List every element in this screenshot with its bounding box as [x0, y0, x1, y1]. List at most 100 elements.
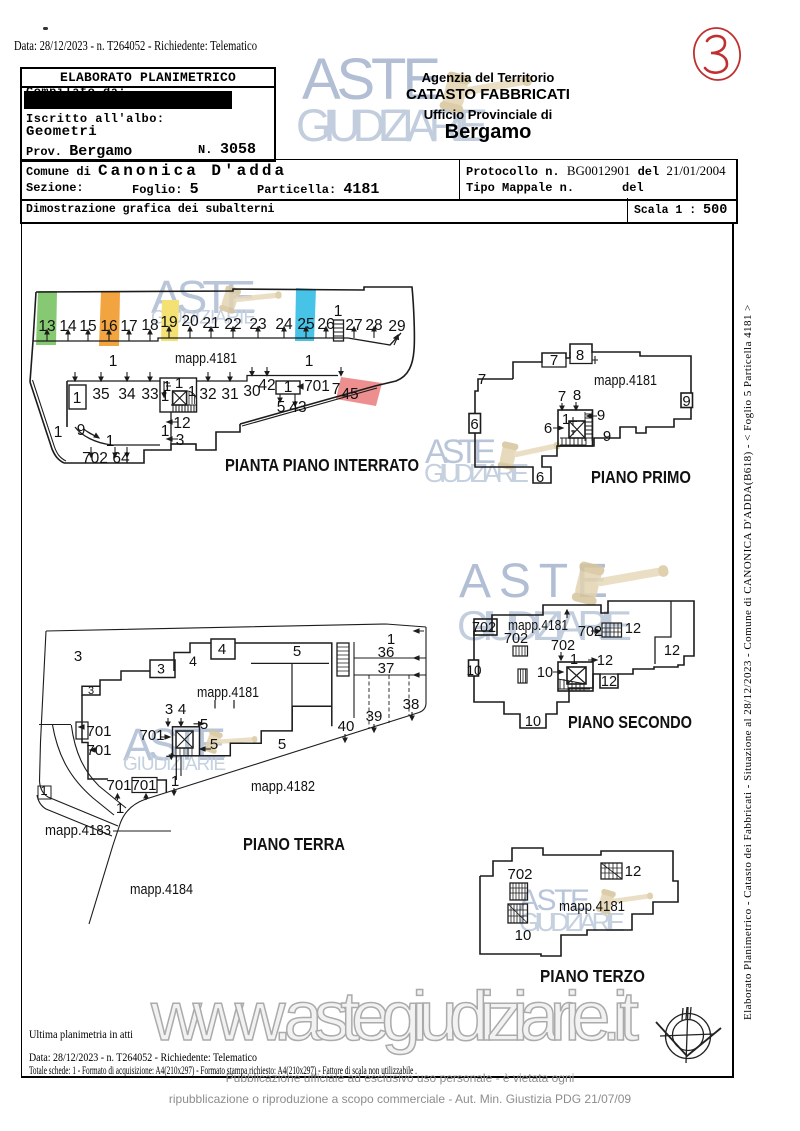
svg-text:701: 701: [304, 378, 330, 395]
svg-text:1: 1: [73, 390, 82, 407]
svg-text:32: 32: [199, 386, 216, 403]
svg-text:702: 702: [507, 866, 532, 883]
svg-text:1: 1: [106, 433, 115, 450]
svg-text:8: 8: [573, 387, 581, 404]
svg-text:www.astegiudiziarie.it: www.astegiudiziarie.it: [150, 977, 639, 1055]
svg-text:1: 1: [171, 773, 179, 790]
svg-text:702: 702: [82, 450, 108, 467]
svg-text:35: 35: [92, 386, 109, 403]
svg-text:27: 27: [345, 317, 362, 334]
svg-text:1: 1: [334, 303, 343, 320]
svg-text:PIANO SECONDO: PIANO SECONDO: [568, 712, 692, 732]
svg-text:701: 701: [86, 742, 111, 759]
svg-text:5: 5: [210, 736, 218, 753]
svg-text:4: 4: [189, 653, 197, 669]
svg-text:PIANTA PIANO INTERRATO: PIANTA PIANO INTERRATO: [225, 455, 419, 475]
svg-text:16: 16: [100, 318, 117, 335]
svg-text:21: 21: [202, 315, 219, 332]
svg-text:13: 13: [38, 318, 55, 335]
svg-text:22: 22: [224, 316, 241, 333]
svg-text:3: 3: [74, 648, 82, 665]
svg-text:14: 14: [59, 318, 77, 335]
svg-text:3: 3: [165, 701, 173, 718]
svg-text:mapp.4181: mapp.4181: [508, 618, 568, 634]
svg-text:19: 19: [160, 314, 177, 331]
svg-text:mapp.4182: mapp.4182: [251, 779, 315, 795]
svg-text:1: 1: [188, 383, 196, 400]
svg-text:6: 6: [470, 416, 478, 433]
svg-text:7: 7: [558, 388, 566, 405]
svg-text:24: 24: [275, 316, 293, 333]
svg-text:3: 3: [88, 685, 94, 697]
svg-text:5: 5: [293, 643, 301, 660]
svg-text:33: 33: [141, 386, 158, 403]
svg-text:Totale schede: 1 - Formato di: Totale schede: 1 - Formato di acquisizio…: [29, 1063, 417, 1077]
svg-text:20: 20: [181, 313, 199, 330]
svg-text:1: 1: [305, 353, 314, 370]
svg-text:43: 43: [289, 399, 306, 416]
svg-text:mapp.4181: mapp.4181: [594, 373, 657, 389]
svg-text:10: 10: [525, 714, 541, 730]
svg-text:29: 29: [388, 318, 405, 335]
svg-text:7: 7: [550, 352, 558, 369]
svg-text:PIANO TERRA: PIANO TERRA: [243, 834, 345, 854]
svg-text:10: 10: [515, 927, 532, 944]
svg-text:701: 701: [106, 777, 131, 794]
svg-text:12: 12: [625, 863, 642, 880]
svg-text:23: 23: [249, 316, 266, 333]
svg-text:4: 4: [178, 701, 186, 718]
svg-text:1: 1: [175, 375, 183, 392]
svg-text:ASTE: ASTE: [302, 47, 441, 112]
svg-text:8: 8: [576, 347, 584, 364]
svg-text:12: 12: [625, 621, 641, 637]
svg-text:17: 17: [120, 318, 137, 335]
svg-text:702: 702: [504, 631, 528, 647]
svg-text:5: 5: [200, 716, 208, 733]
svg-text:6: 6: [544, 420, 552, 437]
svg-text:701: 701: [139, 727, 164, 744]
svg-text:64: 64: [112, 450, 130, 467]
svg-text:9: 9: [597, 407, 605, 424]
svg-text:34: 34: [118, 386, 136, 403]
svg-text:5: 5: [278, 736, 286, 753]
svg-text:1: 1: [116, 800, 124, 817]
svg-text:1: 1: [161, 423, 170, 440]
svg-text:9: 9: [682, 393, 690, 410]
svg-text:39: 39: [366, 708, 383, 725]
svg-text:25: 25: [297, 316, 314, 333]
svg-text:4: 4: [218, 641, 226, 658]
svg-text:12: 12: [601, 674, 617, 690]
svg-text:12: 12: [173, 415, 190, 432]
svg-text:GIUDIZIARIE: GIUDIZIARIE: [457, 602, 632, 649]
svg-text:701: 701: [86, 723, 111, 740]
svg-text:1: 1: [109, 353, 118, 370]
svg-text:42: 42: [258, 377, 275, 394]
svg-text:mapp.4184: mapp.4184: [130, 882, 193, 898]
svg-text:1: 1: [570, 652, 578, 668]
svg-text:1: 1: [40, 783, 47, 798]
svg-text:28: 28: [365, 317, 382, 334]
svg-text:5: 5: [277, 399, 286, 416]
svg-text:GIUDIZIARIE: GIUDIZIARIE: [123, 754, 226, 775]
svg-text:9: 9: [603, 428, 611, 445]
svg-text:12: 12: [664, 643, 680, 659]
svg-text:PIANO PRIMO: PIANO PRIMO: [591, 467, 691, 487]
svg-text:PIANO TERZO: PIANO TERZO: [540, 966, 645, 986]
svg-text:3: 3: [157, 661, 165, 677]
svg-text:mapp.4181: mapp.4181: [559, 899, 625, 915]
svg-text:702: 702: [551, 638, 575, 654]
svg-text:9: 9: [77, 422, 86, 439]
svg-text:mapp.4183: mapp.4183: [45, 823, 111, 839]
svg-text:26: 26: [317, 316, 334, 333]
svg-text:Ultima planimetria in atti: Ultima planimetria in atti: [29, 1027, 134, 1041]
svg-text:30: 30: [243, 383, 261, 400]
svg-text:ASTE: ASTE: [425, 433, 496, 471]
svg-text:mapp.4181: mapp.4181: [175, 351, 237, 367]
svg-text:1: 1: [54, 424, 63, 441]
svg-text:6: 6: [536, 469, 544, 486]
svg-text:1: 1: [161, 388, 169, 405]
svg-text:40: 40: [338, 718, 355, 735]
svg-text:Data: 28/12/2023 - n. T264052: Data: 28/12/2023 - n. T264052 - Richiede…: [14, 38, 257, 53]
svg-text:37: 37: [378, 660, 395, 677]
svg-text:701: 701: [131, 777, 156, 794]
